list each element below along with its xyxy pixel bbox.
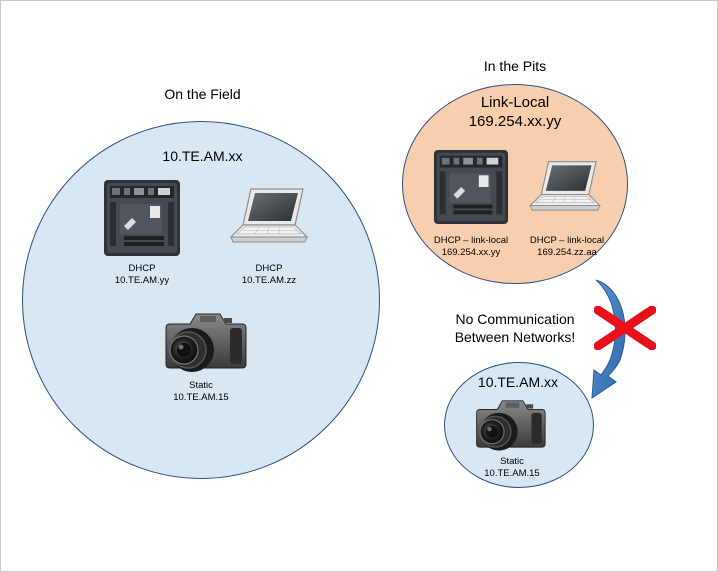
field-roborio-address: 10.TE.AM.yy: [114, 275, 170, 286]
warning-line-2: Between Networks!: [454, 329, 576, 345]
red-x-icon: [594, 306, 656, 350]
field-roborio-caption: DHCP 10.TE.AM.yy: [92, 263, 192, 287]
field-network-label: 10.TE.AM.xx: [162, 148, 243, 164]
field-heading: On the Field: [164, 86, 241, 102]
isolated-camera-label: Static: [500, 456, 524, 467]
pits-laptop-label: DHCP – link-local: [529, 235, 605, 246]
field-camera-caption: Static 10.TE.AM.15: [151, 380, 251, 404]
pits-roborio-caption: DHCP – link-local 169.254.xx.yy: [416, 235, 526, 259]
field-roborio-label: DHCP: [128, 263, 156, 274]
field-network-circle: [22, 121, 380, 479]
field-laptop-address: 10.TE.AM.zz: [241, 275, 297, 286]
roborio-icon: [104, 180, 180, 256]
pits-roborio-address: 169.254.xx.yy: [441, 247, 501, 258]
isolated-network-label: 10.TE.AM.xx: [477, 374, 559, 390]
pits-roborio-icon: [433, 149, 509, 225]
no-communication-warning: No Communication Between Networks!: [440, 310, 590, 346]
camera-icon: [165, 313, 247, 373]
pits-network-range: 169.254.xx.yy: [468, 113, 562, 130]
isolated-camera-address: 10.TE.AM.15: [484, 468, 540, 479]
field-camera-address: 10.TE.AM.15: [173, 392, 229, 403]
pits-network-name: Link-Local: [480, 94, 550, 111]
isolated-camera-caption: Static 10.TE.AM.15: [462, 456, 562, 480]
laptop-icon: [230, 188, 308, 243]
isolated-camera-icon: [475, 400, 546, 452]
pits-roborio-label: DHCP – link-local: [433, 235, 509, 246]
pits-laptop-address: 169.254.zz.aa: [537, 247, 597, 258]
field-laptop-label: DHCP: [255, 263, 283, 274]
pits-heading: In the Pits: [483, 58, 547, 74]
warning-line-1: No Communication: [455, 311, 575, 327]
pits-laptop-icon: [529, 161, 601, 211]
field-laptop-caption: DHCP 10.TE.AM.zz: [219, 263, 319, 287]
pits-laptop-caption: DHCP – link-local 169.254.zz.aa: [512, 235, 622, 259]
field-camera-label: Static: [189, 380, 213, 391]
pits-network-title: Link-Local 169.254.xx.yy: [445, 93, 585, 131]
